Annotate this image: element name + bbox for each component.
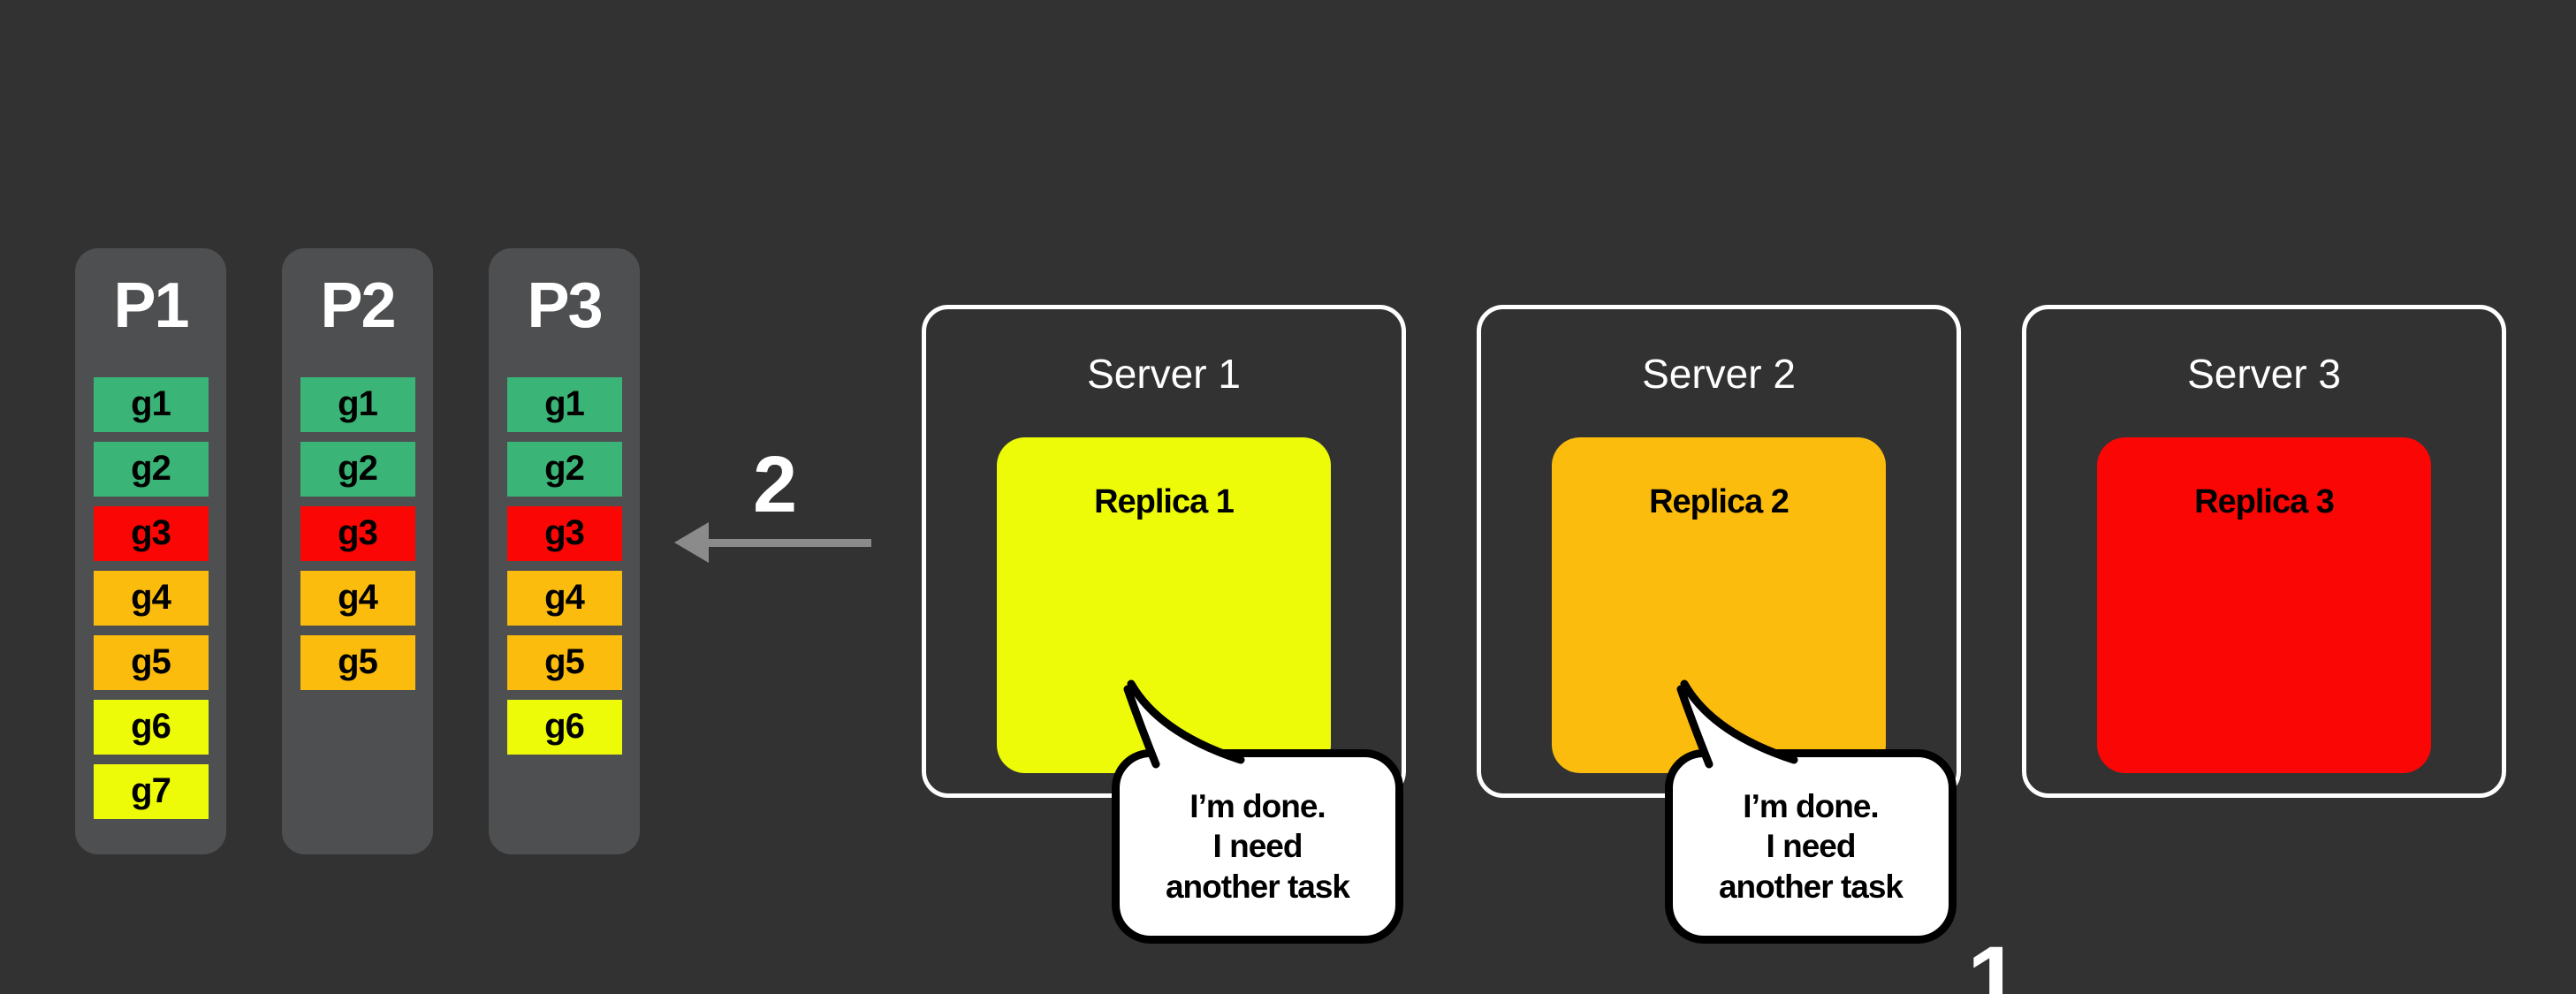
arrow-head [674,522,709,563]
bubble-line: I need [1212,828,1303,865]
server-title: Server 3 [2187,351,2341,397]
replica-label: Replica 2 [1649,483,1790,520]
task-chip-g2: g2 [300,442,415,497]
replica-3-box: Replica 3 [2097,437,2431,773]
task-list: g1 g2 g3 g4 g5 g6 [506,377,622,764]
bubble-line: another task [1718,868,1904,905]
task-chip-g3: g3 [506,506,622,561]
server-title: Server 2 [1642,351,1796,397]
task-chip-g2: g2 [506,442,622,497]
task-chip-g6: g6 [93,700,209,755]
task-chip-g4: g4 [300,571,415,626]
partition-column-p2: P2 g1 g2 g3 g4 g5 [282,248,433,854]
task-chip-g4: g4 [93,571,209,626]
replica-label: Replica 1 [1094,483,1235,520]
replica-2-box: Replica 2 [1552,437,1886,773]
task-chip-g5: g5 [506,635,622,690]
task-chip-g1: g1 [300,377,415,432]
task-chip-g3: g3 [93,506,209,561]
task-chip-g5: g5 [300,635,415,690]
task-list: g1 g2 g3 g4 g5 [300,377,415,700]
server-2-box: Server 2 Replica 2 [1477,305,1961,798]
task-chip-g2: g2 [93,442,209,497]
speech-bubble-tail-2 [1676,679,1798,769]
partition-column-p3: P3 g1 g2 g3 g4 g5 g6 [489,248,640,854]
speech-bubble-server1: I’m done. I need another task [1112,749,1403,944]
task-chip-g4: g4 [506,571,622,626]
server-title: Server 1 [1087,351,1241,397]
partition-title: P1 [113,270,189,341]
speech-bubble-tail-1 [1123,679,1245,769]
task-chip-g6: g6 [506,700,622,755]
task-list: g1 g2 g3 g4 g5 g6 g7 [93,377,209,829]
partition-column-p1: P1 g1 g2 g3 g4 g5 g6 g7 [75,248,226,854]
task-chip-g1: g1 [93,377,209,432]
task-chip-g3: g3 [300,506,415,561]
bubble-line: I’m done. [1189,788,1326,825]
task-chip-g7: g7 [93,764,209,819]
bubble-line: I need [1766,828,1857,865]
replica-label: Replica 3 [2194,483,2335,520]
speech-bubble-server2: I’m done. I need another task [1665,749,1957,944]
partition-title: P2 [320,270,396,341]
arrow-shaft [700,539,871,547]
task-chip-g1: g1 [506,377,622,432]
bubble-line: another task [1165,868,1350,905]
task-chip-g5: g5 [93,635,209,690]
left-arrow-icon [674,522,871,563]
partition-title: P3 [527,270,603,341]
step-2-label: 2 [752,441,798,529]
server-3-box: Server 3 Replica 3 [2022,305,2506,798]
bubble-line: I’m done. [1743,788,1879,825]
step-1-label: 1 [1966,926,2021,994]
